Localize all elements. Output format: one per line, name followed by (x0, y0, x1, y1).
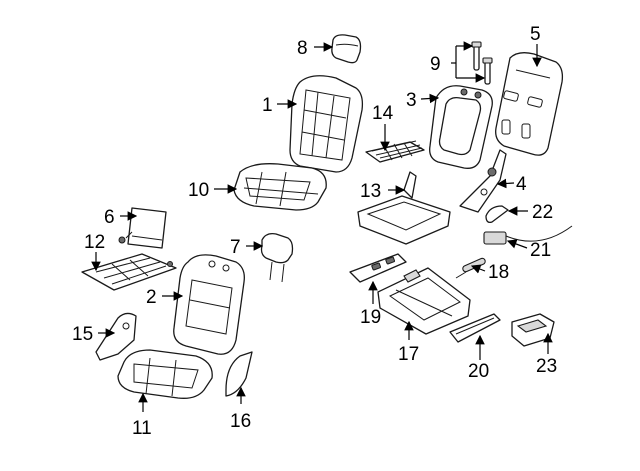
callout-12: 12 (84, 232, 105, 253)
side-trim-right-part (225, 351, 253, 397)
release-cable-part (483, 225, 573, 245)
callout-18: 18 (488, 262, 509, 283)
callout-13: 13 (360, 181, 381, 202)
callout-14: 14 (372, 103, 394, 124)
headrest-upper-part (331, 34, 362, 64)
side-cover-rail-part (349, 253, 407, 283)
lumbar-panel-part (118, 207, 167, 249)
callout-8: 8 (297, 38, 308, 59)
callout-7: 7 (230, 237, 241, 258)
callout-17: 17 (398, 344, 419, 365)
callout-15: 15 (72, 324, 93, 345)
callout-4: 4 (516, 174, 527, 195)
seat-back-lower-part (173, 254, 245, 355)
callout-10: 10 (188, 180, 209, 201)
callout-5: 5 (530, 24, 541, 45)
callout-2: 2 (146, 287, 157, 308)
seat-back-mesh-part (365, 140, 425, 163)
latch-handle-part (485, 205, 509, 224)
seat-track-part (377, 267, 471, 335)
seat-cushion-lower-part (117, 349, 213, 399)
callout-22: 22 (532, 202, 553, 223)
callout-labels: 1 2 3 4 5 6 7 8 9 10 11 12 13 14 15 16 1… (72, 24, 557, 439)
recliner-bracket-part (459, 149, 507, 213)
callout-21: 21 (530, 240, 551, 261)
headrest-guide-pins-part (471, 41, 493, 85)
callout-3: 3 (406, 90, 417, 111)
callout-11: 11 (132, 418, 152, 439)
spring-mat-part (81, 253, 177, 291)
gas-strut-part (455, 257, 486, 279)
side-trim-left-part (95, 312, 137, 361)
leader-lines (91, 41, 553, 412)
callout-23: 23 (536, 356, 557, 377)
headrest-lower-part (260, 232, 294, 283)
seat-cushion-upper-part (233, 163, 327, 211)
seat-back-panel-part (495, 52, 564, 156)
trim-cover-part (449, 313, 501, 343)
cushion-frame-part (357, 171, 451, 245)
callout-20: 20 (468, 361, 489, 382)
seat-back-upper-part (289, 75, 364, 173)
callout-19: 19 (360, 307, 381, 328)
callout-9: 9 (430, 54, 441, 75)
callout-6: 6 (104, 207, 115, 228)
callout-16: 16 (230, 411, 251, 432)
callout-1: 1 (262, 95, 273, 116)
seat-back-frame-part (429, 85, 493, 169)
